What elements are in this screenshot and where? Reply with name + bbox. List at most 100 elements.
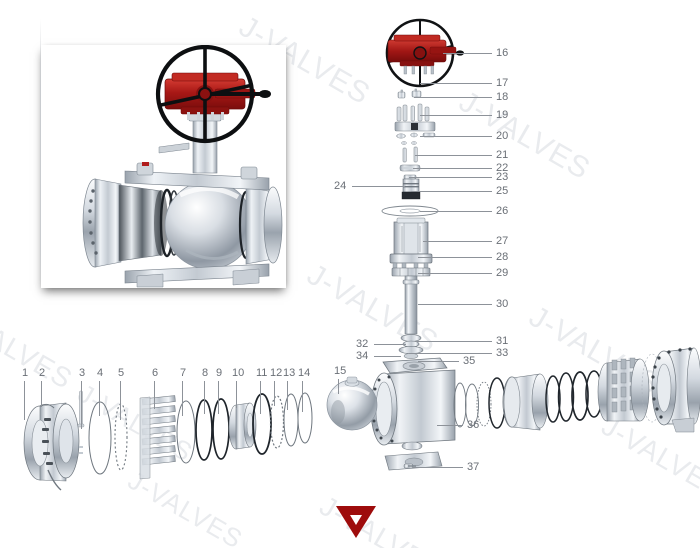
callout-label-28: 28 bbox=[496, 251, 509, 263]
callout-label-1: 1 bbox=[22, 367, 29, 379]
callout-label-6: 6 bbox=[152, 367, 159, 379]
leader-tick-6 bbox=[154, 381, 155, 409]
part-right-end-flange bbox=[641, 347, 700, 433]
callout-label-34: 34 bbox=[356, 350, 369, 362]
leader-line-23 bbox=[409, 177, 492, 178]
leader-tick-8 bbox=[204, 381, 205, 414]
callout-label-3: 3 bbox=[79, 367, 86, 379]
callout-label-18: 18 bbox=[496, 91, 509, 103]
leader-tick-9 bbox=[218, 381, 219, 414]
part-24-25-packing-box bbox=[401, 178, 421, 200]
leader-line-33 bbox=[409, 353, 492, 354]
callout-label-15: 15 bbox=[334, 365, 347, 377]
leader-line-17 bbox=[420, 83, 492, 84]
leader-line-24 bbox=[352, 186, 405, 187]
callout-label-22: 22 bbox=[496, 162, 509, 174]
leader-line-16 bbox=[443, 53, 492, 54]
part-29-packing-rings bbox=[391, 267, 431, 277]
callout-label-37: 37 bbox=[467, 461, 480, 473]
leader-line-28 bbox=[418, 257, 492, 258]
part-19-studs bbox=[394, 103, 436, 132]
leader-tick-5 bbox=[120, 381, 121, 420]
callout-label-20: 20 bbox=[496, 130, 509, 142]
callout-label-36: 36 bbox=[467, 419, 480, 431]
leader-line-31 bbox=[415, 341, 492, 342]
parts-orings-right bbox=[545, 370, 603, 423]
callout-label-23: 23 bbox=[496, 171, 509, 183]
leader-line-26 bbox=[420, 211, 492, 212]
photo-card-edge-line bbox=[40, 19, 41, 289]
part-18-fasteners bbox=[397, 88, 422, 99]
leader-tick-13 bbox=[287, 381, 288, 410]
callout-label-5: 5 bbox=[118, 367, 125, 379]
part-15-ball bbox=[326, 376, 378, 431]
cutaway-ball-valve-photo bbox=[41, 45, 286, 288]
leader-line-18 bbox=[414, 97, 492, 98]
part-1-2-end-flange bbox=[23, 402, 80, 491]
callout-label-10: 10 bbox=[232, 367, 245, 379]
callout-label-29: 29 bbox=[496, 267, 509, 279]
leader-tick-4 bbox=[99, 381, 100, 416]
leader-line-27 bbox=[423, 241, 492, 242]
leader-tick-7 bbox=[182, 381, 183, 416]
part-12-spiral-gasket bbox=[269, 395, 285, 449]
callout-label-26: 26 bbox=[496, 205, 509, 217]
callout-label-27: 27 bbox=[496, 235, 509, 247]
part-6-seat-cage bbox=[139, 395, 176, 480]
part-13-14-rings bbox=[283, 392, 313, 447]
callout-label-16: 16 bbox=[496, 47, 509, 59]
product-photo-card bbox=[40, 19, 286, 289]
callout-label-33: 33 bbox=[496, 347, 509, 359]
part-8-9-orings bbox=[195, 398, 230, 461]
leader-line-35 bbox=[418, 361, 459, 362]
part-10-seat-retainer bbox=[228, 402, 257, 450]
callout-label-17: 17 bbox=[496, 77, 509, 89]
leader-line-29 bbox=[418, 273, 492, 274]
callout-label-14: 14 bbox=[298, 367, 311, 379]
part-31-34-thrust-washers bbox=[398, 334, 424, 359]
callout-label-21: 21 bbox=[496, 149, 509, 161]
leader-line-21 bbox=[415, 155, 492, 156]
leader-line-25 bbox=[411, 191, 492, 192]
callout-label-11: 11 bbox=[256, 367, 268, 379]
leader-line-34 bbox=[374, 356, 401, 357]
callout-label-13: 13 bbox=[283, 367, 296, 379]
leader-tick-1 bbox=[24, 381, 25, 420]
part-21-pins bbox=[402, 146, 418, 163]
part-20-washers bbox=[396, 132, 436, 145]
leader-tick-10 bbox=[236, 381, 237, 408]
leader-line-36 bbox=[437, 425, 463, 426]
callout-label-12: 12 bbox=[270, 367, 283, 379]
leader-line-22 bbox=[413, 168, 492, 169]
leader-tick-14 bbox=[302, 381, 303, 412]
callout-label-25: 25 bbox=[496, 185, 509, 197]
callout-label-35: 35 bbox=[463, 355, 476, 367]
leader-tick-15 bbox=[338, 379, 339, 394]
callout-label-2: 2 bbox=[39, 367, 46, 379]
callout-label-19: 19 bbox=[496, 109, 509, 121]
part-7-oring bbox=[176, 400, 196, 464]
leader-tick-3 bbox=[81, 381, 82, 429]
part-30-stem bbox=[402, 275, 420, 335]
j-valves-triangle-mark bbox=[336, 506, 376, 538]
callout-label-7: 7 bbox=[180, 367, 187, 379]
leader-line-32 bbox=[374, 344, 406, 345]
leader-line-19 bbox=[420, 115, 492, 116]
part-4-oring bbox=[88, 401, 112, 475]
callout-label-8: 8 bbox=[202, 367, 209, 379]
callout-label-24: 24 bbox=[334, 180, 347, 192]
part-27-bonnet bbox=[393, 217, 429, 255]
callout-label-32: 32 bbox=[356, 338, 369, 350]
leader-line-30 bbox=[418, 304, 492, 305]
part-37-bolt bbox=[403, 463, 416, 469]
leader-line-37 bbox=[413, 467, 463, 468]
callout-label-4: 4 bbox=[97, 367, 104, 379]
callout-label-31: 31 bbox=[496, 335, 509, 347]
part-seat-retainer-right bbox=[503, 373, 549, 431]
leader-tick-12 bbox=[274, 381, 275, 406]
callout-label-9: 9 bbox=[216, 367, 223, 379]
leader-line-20 bbox=[420, 136, 492, 137]
leader-tick-2 bbox=[41, 381, 42, 407]
